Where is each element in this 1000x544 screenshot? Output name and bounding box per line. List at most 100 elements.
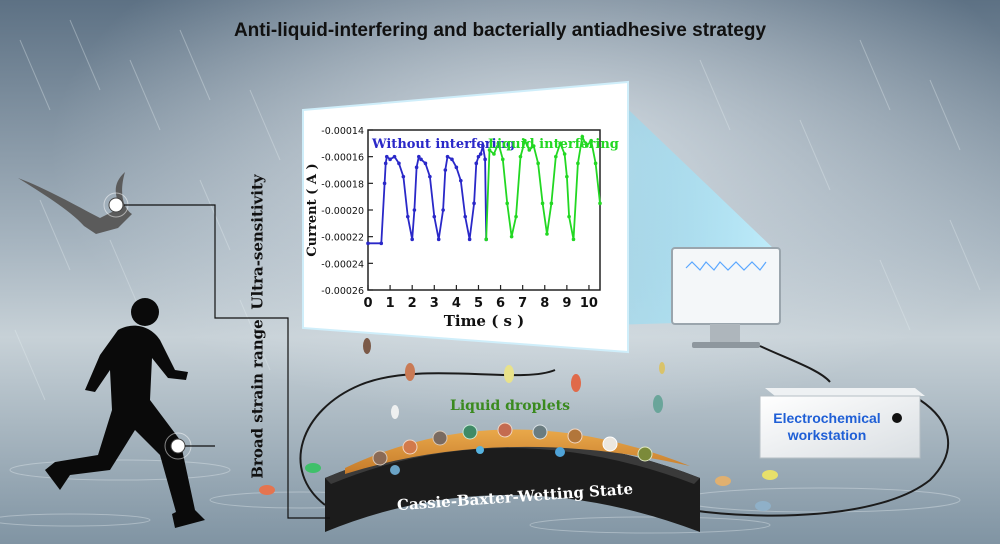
series-0-point-16 (428, 174, 432, 179)
series-1-point-2 (492, 152, 496, 156)
series-0-point-29 (476, 154, 481, 159)
series-1-point-17 (558, 141, 563, 146)
series-1-point-25 (589, 138, 593, 143)
series-1-point-19 (565, 174, 569, 179)
connector-lines (124, 204, 330, 519)
cable-right (689, 399, 949, 517)
series-0-point-28 (474, 161, 479, 166)
series-1-point-21 (571, 237, 576, 242)
y-axis-label: Current ( A ) (305, 163, 320, 256)
monitor (671, 247, 781, 348)
series-1-point-15 (549, 201, 554, 206)
x-tick-label-0: 0 (363, 296, 372, 311)
series-line-0 (368, 145, 488, 245)
bird-silhouette (18, 172, 132, 234)
series-1-point-13 (540, 201, 545, 206)
x-axis-label: Time ( s ) (444, 312, 525, 330)
series-0-point-9 (405, 214, 410, 219)
series-0-point-20 (443, 168, 448, 172)
series-1-point-5 (505, 201, 510, 206)
series-0-point-15 (423, 161, 428, 166)
series-0-point-6 (392, 154, 397, 159)
label-liquid-droplets: Liquid droplets (450, 398, 570, 414)
cable-monitor (759, 345, 831, 383)
series-0-point-3 (383, 161, 388, 166)
series-0-point-26 (467, 237, 472, 242)
y-tick-label-0: -0.00014 (321, 126, 364, 137)
series-0-point-21 (445, 154, 450, 159)
series-0-point-10 (410, 237, 414, 242)
series-1-point-22 (576, 161, 580, 166)
series-1-point-1 (487, 148, 492, 152)
falling-droplets (259, 338, 778, 511)
x-tick-label-3: 3 (430, 296, 439, 311)
series-0-point-8 (401, 174, 406, 179)
series-0-point-30 (478, 152, 483, 156)
series-1-point-6 (509, 234, 514, 239)
monitor-base (692, 342, 760, 348)
series-1-point-24 (584, 144, 589, 148)
surface-droplets (372, 422, 653, 475)
runner-silhouette (45, 298, 205, 528)
series-1-point-3 (496, 141, 501, 146)
series-0-point-23 (454, 165, 459, 170)
x-tick-label-10: 10 (580, 296, 598, 311)
workstation-top (765, 388, 925, 396)
series-1-point-0 (484, 237, 489, 242)
y-tick-label-1: -0.00016 (321, 153, 364, 164)
series-1-point-8 (518, 154, 523, 159)
series-1-point-14 (545, 232, 549, 236)
series-0-point-27 (472, 201, 476, 206)
series-1-point-12 (536, 161, 540, 166)
series-1-point-18 (562, 152, 567, 156)
x-tick-label-2: 2 (408, 296, 417, 311)
y-tick-label-5: -0.00024 (321, 259, 364, 270)
series-0-point-13 (417, 154, 421, 159)
series-1-point-27 (598, 201, 602, 206)
y-tick-label-4: -0.00022 (321, 233, 364, 244)
series-0-point-12 (414, 165, 419, 170)
series-0-point-2 (382, 181, 387, 186)
series-0-point-7 (397, 161, 401, 166)
series-0-point-0 (366, 241, 370, 246)
series-0-point-32 (483, 157, 487, 162)
series-1-point-26 (593, 161, 598, 166)
series-0-point-31 (481, 144, 485, 148)
x-tick-label-6: 6 (496, 296, 505, 311)
x-tick-label-9: 9 (562, 296, 571, 311)
monitor-stand (710, 324, 740, 342)
series-1-point-11 (531, 144, 536, 148)
series-0-point-25 (463, 214, 468, 219)
monitor-mini-plot (685, 261, 767, 271)
label-ultra-sensitivity: Ultra-sensitivity (248, 174, 267, 310)
series-line-1 (485, 133, 601, 240)
x-tick-label-7: 7 (518, 296, 527, 311)
series-1-point-7 (514, 214, 518, 219)
series-1-point-10 (527, 148, 532, 152)
figure-title: Anti-liquid-interfering and bacterially … (233, 20, 767, 41)
series-1-point-9 (523, 138, 527, 143)
label-workstation-line1: Electrochemical (773, 410, 881, 426)
sensor-film (325, 422, 700, 532)
series-0-point-14 (419, 157, 423, 162)
workstation-front (759, 395, 921, 459)
series-1-point-4 (500, 157, 505, 162)
monitor-screen (671, 247, 781, 325)
sensor-substrate (325, 440, 700, 532)
y-tick-label-6: -0.00026 (321, 286, 364, 297)
label-workstation: Electrochemical workstation (772, 410, 882, 444)
label-workstation-line2: workstation (787, 427, 867, 443)
series-0-point-22 (450, 157, 454, 162)
series-0-point-5 (388, 157, 392, 162)
y-tick-label-2: -0.00018 (321, 179, 364, 190)
label-broad-strain-range: Broad strain range (248, 319, 267, 479)
legend-label-0: Without interfering (371, 137, 515, 152)
series-0-point-24 (459, 178, 463, 183)
series-0-point-17 (432, 214, 437, 219)
legend-label-1: Liquid interfering (488, 137, 619, 152)
electrochemical-workstation (759, 388, 925, 459)
x-tick-label-5: 5 (474, 296, 483, 311)
